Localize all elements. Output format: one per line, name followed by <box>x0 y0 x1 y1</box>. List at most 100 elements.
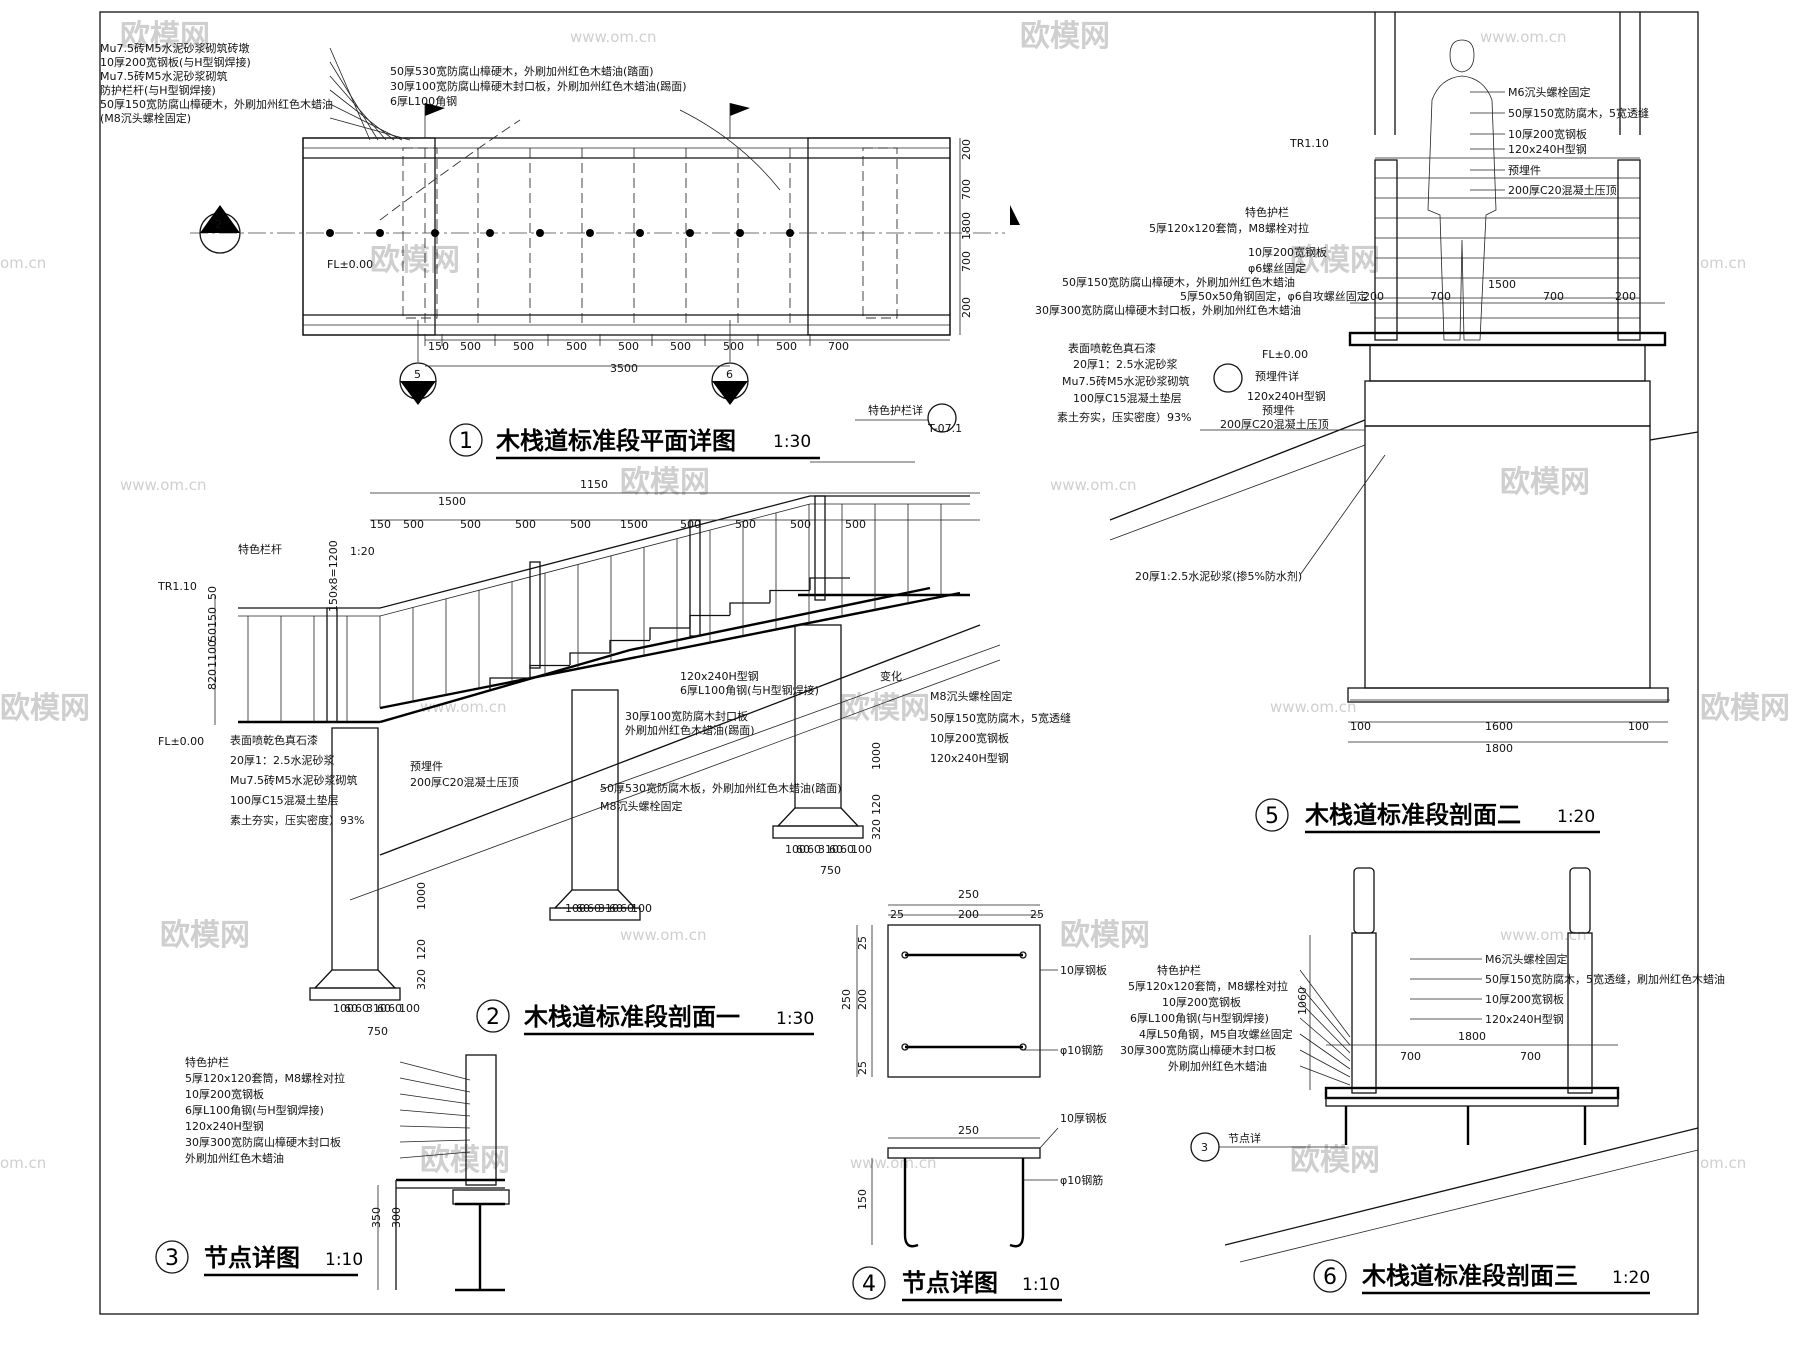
sec-note: 预埋件 <box>410 760 443 773</box>
sec-note: 20厚1：2.5水泥砂浆 <box>230 753 335 767</box>
sec-note: 50厚530宽防腐木板，外刷加州红色木蜡油(踏面) <box>600 781 842 795</box>
watermark-url: www.om.cn <box>1500 926 1587 944</box>
rail-post <box>689 519 701 637</box>
watermark-url: om.cn <box>0 1154 46 1172</box>
plan-note: 50厚530宽防腐山樟硬木，外刷加州红色木蜡油(踏面) <box>390 64 654 78</box>
vert-dim: 1000 <box>415 882 428 910</box>
watermark-logo: 欧模网 <box>1290 1143 1380 1178</box>
pier-dim: 100 <box>333 1002 354 1015</box>
dim-segment: 500 <box>513 340 534 353</box>
fl-level-label: FL±0.00 <box>327 258 373 271</box>
callout-ref: T-07.1 <box>927 422 962 435</box>
dim-segment: 500 <box>776 340 797 353</box>
watermarks: 欧模网 www.om.cn 欧模网 www.om.cn om.cn 欧模网 欧模… <box>0 19 1790 1178</box>
s5-dim: 700 <box>1543 290 1564 303</box>
dim-350: 350 <box>370 1207 383 1228</box>
s5-note: φ6螺丝固定 <box>1248 261 1306 275</box>
sec-note: Mu7.5砖M5水泥砂浆砌筑 <box>230 773 357 787</box>
plan-note: 6厚L100角钢 <box>390 95 457 108</box>
drawing-2-section: 特色护栏详 T-07.1 100606031060601001006060310… <box>157 403 1071 1038</box>
s6-note: 5厚120x120套筒，M8螺栓对拉 <box>1128 979 1288 993</box>
plan-note: (M8沉头螺栓固定) <box>100 111 191 125</box>
sec-note: 200厚C20混凝土压顶 <box>410 775 519 789</box>
pier-dim: 100 <box>399 1002 420 1015</box>
watermark-logo: 欧模网 <box>420 1143 510 1178</box>
drawing-4-node: 250 25 200 25 25 250 200 25 10厚钢板 φ10钢筋 … <box>840 888 1107 1302</box>
s5-dim: 1600 <box>1485 720 1513 733</box>
watermark-url: om.cn <box>1700 254 1746 272</box>
vert-dim: 120 <box>870 794 883 815</box>
sec-note: 120x240H型钢 <box>680 669 759 683</box>
dim-25a: 25 <box>890 908 904 921</box>
drawing-2-scale: 1:30 <box>776 1009 814 1029</box>
note-rebar: φ10钢筋 <box>1060 1043 1103 1057</box>
bolt-dot <box>586 229 594 237</box>
s5-dim: 100 <box>1628 720 1649 733</box>
watermark-logo: 欧模网 <box>1060 918 1150 953</box>
node-note: 5厚120x120套筒，M8螺栓对拉 <box>185 1071 345 1085</box>
s5-dim: 100 <box>1350 720 1371 733</box>
pier-dim: 100 <box>565 902 586 915</box>
bolt-dot <box>786 229 794 237</box>
pier-dim: 100 <box>785 843 806 856</box>
note-plate: 10厚钢板 <box>1060 963 1107 977</box>
top-dim: 500 <box>845 518 866 531</box>
sec-note: 120x240H型钢 <box>930 751 1009 765</box>
pier-dim: 60 <box>388 1002 402 1015</box>
vert-dim: 320 <box>870 819 883 840</box>
vert-dim: 120 <box>415 939 428 960</box>
dim-segment: 500 <box>460 340 481 353</box>
s6-callout: 节点详 <box>1228 1131 1261 1145</box>
left-dim: 50 <box>206 628 219 642</box>
dim-right: 700 <box>960 251 973 272</box>
top-dim: 500 <box>403 518 424 531</box>
node-note: 10厚200宽钢板 <box>185 1087 264 1101</box>
stair-step <box>769 589 810 603</box>
top-dim: 500 <box>735 518 756 531</box>
rail-text: 150x8=1200 <box>327 540 340 612</box>
vert-dim: 1000 <box>870 742 883 770</box>
dim-v-250: 250 <box>840 989 853 1010</box>
dim-v-25b: 25 <box>856 1061 869 1075</box>
drawing-5-scale: 1:20 <box>1557 807 1595 827</box>
stair-step <box>489 677 530 690</box>
sec-note: 100厚C15混凝土垫层 <box>230 793 339 807</box>
dim-v-25a: 25 <box>856 936 869 950</box>
drawing-1-number: 1 <box>459 429 473 454</box>
pier-dim: 60 <box>576 902 590 915</box>
dim-segment: 500 <box>670 340 691 353</box>
s6-dim-700a: 700 <box>1400 1050 1421 1063</box>
s6-dim-1060: 1060 <box>1296 987 1309 1015</box>
bolt-dot <box>736 229 744 237</box>
watermark-logo: 欧模网 <box>0 691 90 726</box>
sec-note: 特色栏杆 <box>238 542 282 556</box>
dim-300: 300 <box>390 1207 403 1228</box>
s5-note: Mu7.5砖M5水泥砂浆砌筑 <box>1062 374 1189 388</box>
node-note: 特色护栏 <box>185 1055 229 1069</box>
note-rebar-2: φ10钢筋 <box>1060 1173 1103 1187</box>
watermark-logo: 欧模网 <box>370 243 460 278</box>
watermark-logo: 欧模网 <box>160 918 250 953</box>
s6-note: 10厚200宽钢板 <box>1485 992 1564 1006</box>
section-mark-label: 2 <box>215 218 222 231</box>
pier-dim: 310 <box>598 902 619 915</box>
drawing-1-scale: 1:30 <box>773 432 811 452</box>
drawing-4-scale: 1:10 <box>1022 1275 1060 1295</box>
drawing-2-title: 木栈道标准段剖面一 <box>523 1003 740 1031</box>
s5-note: 120x240H型钢 <box>1508 142 1587 156</box>
watermark-url: om.cn <box>0 254 46 272</box>
dim-right: 1800 <box>960 212 973 240</box>
sec-note: 素土夯实，压实密度）93% <box>230 813 364 827</box>
s5-note: 50厚150宽防腐山樟硬木，外刷加州红色木蜡油 <box>1062 275 1295 289</box>
watermark-url: www.om.cn <box>420 698 507 716</box>
s6-note: M6沉头螺栓固定 <box>1485 952 1568 966</box>
s5-dim: 700 <box>1430 290 1451 303</box>
s5-note: 5厚120x120套筒，M8螺栓对拉 <box>1149 221 1309 235</box>
sheet-border <box>99 11 1699 1315</box>
pier-dim: 60 <box>355 1002 369 1015</box>
s5-dim: 200 <box>1615 290 1636 303</box>
s5-dim: 200 <box>1363 290 1384 303</box>
rail-post <box>529 561 541 669</box>
top-dim: 500 <box>680 518 701 531</box>
s5-note: 特色护栏 <box>1245 205 1289 219</box>
